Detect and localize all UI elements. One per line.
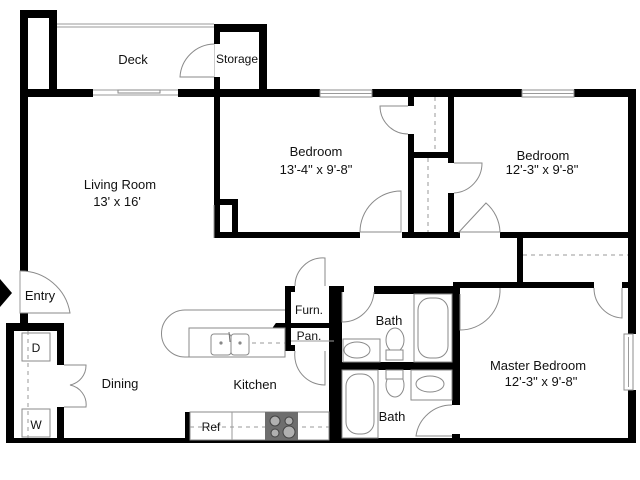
dryer-icon xyxy=(21,332,51,362)
master-closet xyxy=(500,238,636,319)
room-dimensions-bedroom-2: 12'-3" x 9'-8" xyxy=(506,162,579,177)
sink-icon xyxy=(415,375,445,393)
bedroom-2-walls xyxy=(457,202,636,238)
room-label-bath-1: Bath xyxy=(376,313,403,328)
laundry-bifold-door-icon xyxy=(64,364,87,408)
room-label-living-room: Living Room xyxy=(84,177,156,192)
master-closet-door-swing-icon xyxy=(593,287,623,319)
top-wall xyxy=(20,89,636,98)
closets xyxy=(379,89,483,238)
master-bedroom-door-swing-icon xyxy=(459,287,501,331)
room-label-pantry: Pan. xyxy=(297,329,322,343)
room-dimensions-living-room: 13' x 16' xyxy=(93,194,141,209)
toilet-icon xyxy=(385,327,405,353)
room-dimensions-bedroom-1: 13'-4" x 9'-8" xyxy=(280,162,353,177)
room-label-storage: Storage xyxy=(216,52,258,66)
storage-door-swing-icon xyxy=(179,43,215,78)
room-label-bedroom-1: Bedroom xyxy=(290,144,343,159)
entry xyxy=(0,270,71,314)
furnace-door-swing-icon xyxy=(294,257,326,287)
bedroom-1-door-swing-icon xyxy=(359,190,402,233)
bath-2-door-swing-icon xyxy=(415,404,453,437)
bedroom-2-door-swing-icon xyxy=(457,202,501,233)
room-label-bedroom-2: Bedroom xyxy=(517,148,570,163)
closet-door-swing-icon xyxy=(379,105,409,135)
room-label-bath-2: Bath xyxy=(379,409,406,424)
bathtub-icon xyxy=(345,373,375,435)
washer-icon xyxy=(21,408,51,438)
appliance-label-refrigerator: Ref xyxy=(202,420,221,434)
bath-1-door-swing-icon xyxy=(341,291,375,323)
room-label-furnace: Furn. xyxy=(295,303,323,317)
deck-area xyxy=(20,10,267,92)
room-label-dining: Dining xyxy=(102,376,139,391)
appliance-label-washer: W xyxy=(30,418,42,432)
sliding-door-icon xyxy=(117,89,161,94)
closet-door-swing-icon xyxy=(453,162,483,194)
appliance-label-dryer: D xyxy=(32,341,41,355)
room-label-kitchen: Kitchen xyxy=(233,377,276,392)
bathrooms xyxy=(334,282,501,443)
room-label-master-bedroom: Master Bedroom xyxy=(490,358,586,373)
bedroom-1-walls xyxy=(213,89,460,238)
room-label-deck: Deck xyxy=(118,52,148,67)
room-dimensions-master-bedroom: 12'-3" x 9'-8" xyxy=(505,374,578,389)
sink-icon xyxy=(343,341,371,359)
room-label-entry: Entry xyxy=(25,288,56,303)
kitchen xyxy=(161,257,340,443)
laundry-closet xyxy=(14,323,87,440)
bathtub-icon xyxy=(417,297,449,359)
entry-door-swing-icon xyxy=(19,270,71,314)
entry-arrow-icon xyxy=(0,279,12,307)
pantry-door-swing-icon xyxy=(294,350,326,386)
